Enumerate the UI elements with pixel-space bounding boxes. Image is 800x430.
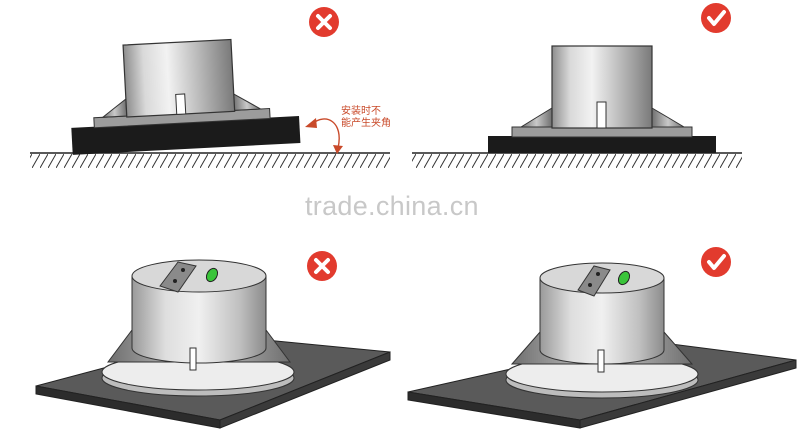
detector-top	[131, 259, 267, 293]
status-led	[617, 270, 631, 286]
tilted-detector	[71, 38, 301, 155]
bottom-right-correct-install	[407, 262, 797, 429]
watermark: trade.china.cn	[305, 191, 479, 221]
top-right-correct-install	[412, 45, 742, 168]
cross-icon	[307, 251, 337, 281]
terminal-tab	[577, 265, 611, 297]
angle-warning-line-1: 安装时不	[341, 106, 381, 117]
check-icon	[701, 247, 731, 277]
angle-warning-line-2: 能产生夹角	[341, 118, 391, 129]
check-icon	[701, 3, 731, 33]
cross-icon	[309, 7, 339, 37]
body-slot	[175, 93, 187, 115]
top-left-wrong-install	[30, 38, 390, 168]
ground-surface	[30, 152, 390, 168]
terminal-tab	[159, 261, 197, 293]
base-plate	[488, 136, 716, 153]
body-slot	[596, 101, 607, 129]
status-led	[205, 267, 219, 283]
ground-surface	[412, 152, 742, 168]
bottom-left-wrong-install	[35, 259, 391, 429]
